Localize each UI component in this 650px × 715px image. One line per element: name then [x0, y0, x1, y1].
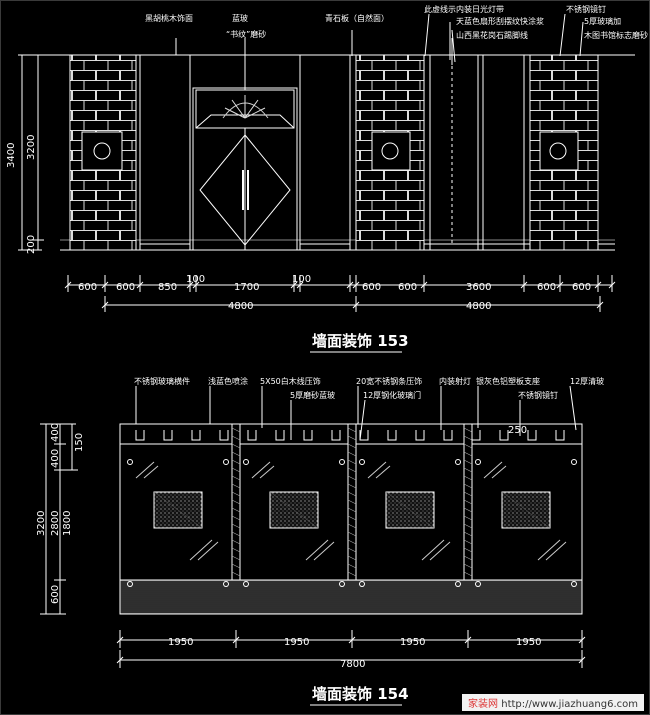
watermark-site: 家装网: [468, 699, 499, 710]
dim-h-600-c: 600: [362, 282, 381, 293]
dim-v-3200: 3200: [26, 135, 37, 160]
spotlight-16: [555, 430, 565, 441]
labels-153: 黑胡桃木饰面 蓝玻 “书纹”磨砂 青石板（自然面） 此虚线示内装日光灯带 天蓝色…: [6, 4, 648, 353]
dim-h-600-f: 600: [572, 282, 591, 293]
dim-h-1950-a: 1950: [168, 637, 193, 648]
spotlight-13: [471, 430, 481, 441]
elevation-153: [18, 13, 635, 312]
spotlight-14: [499, 430, 509, 441]
dim-h-1950-b: 1950: [284, 637, 309, 648]
label-steel-fittings: 不锈钢玻璃横件: [134, 376, 190, 386]
spotlight-2: [163, 430, 173, 441]
spotlight-7: [303, 430, 313, 441]
dim-h-600-d: 600: [398, 282, 417, 293]
spotlight-10: [387, 430, 397, 441]
elevation-154: [40, 385, 586, 668]
dim-v-3200: 3200: [36, 511, 47, 536]
label-glass-5mm: 5厚玻璃加: [584, 16, 621, 26]
dim-v-400-a: 400: [50, 423, 61, 442]
dim-h-600-a: 600: [78, 282, 97, 293]
label-white-wood-trim: 5X50白木线压饰: [260, 376, 321, 386]
dim-h-1700: 1700: [234, 282, 259, 293]
dim-total-7800: 7800: [340, 659, 365, 670]
label-blue-glass: 蓝玻: [232, 13, 248, 23]
dim-h-850: 850: [158, 282, 177, 293]
label-aluminum-support: 银灰色铝塑板支座: [476, 376, 540, 386]
label-light-strip: 此虚线示内装日光灯带: [424, 4, 504, 14]
wall-lamp-left: [81, 131, 123, 171]
label-library-logo: 木图书馆标志磨砂: [584, 30, 648, 40]
spotlight-5: [247, 430, 257, 441]
spotlight-9: [359, 430, 369, 441]
dim-h-600-e: 600: [537, 282, 556, 293]
dim-v-150: 150: [74, 433, 85, 452]
watermark: 家装网 http://www.jiazhuang6.com: [462, 694, 644, 711]
wall-lamp-right: [539, 131, 579, 171]
spotlight-4: [219, 430, 229, 441]
spotlight-6: [275, 430, 285, 441]
dim-v-400-b: 400: [50, 449, 61, 468]
dim-250: 250: [508, 425, 527, 436]
spotlight-8: [331, 430, 341, 441]
dim-h-1950-d: 1950: [516, 637, 541, 648]
wall-lamp-middle: [371, 131, 411, 171]
spotlight-3: [191, 430, 201, 441]
dim-total-4800-b: 4800: [466, 301, 491, 312]
label-spotlight: 内装射灯: [439, 376, 471, 386]
spotlight-1: [135, 430, 145, 441]
label-frosted-blue-glass: 5厚磨砂蓝玻: [290, 390, 335, 400]
dim-v-600: 600: [50, 585, 61, 604]
dim-h-3600: 3600: [466, 282, 491, 293]
dim-h-100-b: 100: [292, 274, 311, 285]
dim-v-2800: 2800: [50, 511, 61, 536]
label-steel-strip: 20宽不锈钢条压饰: [356, 376, 422, 386]
watermark-url: http://www.jiazhuang6.com: [501, 699, 638, 710]
label-book-pattern: “书纹”磨砂: [226, 29, 266, 39]
label-light-blue-spray: 浅蓝色喷涂: [208, 376, 248, 386]
dim-total-4800-a: 4800: [228, 301, 253, 312]
dim-v-1800: 1800: [62, 511, 73, 536]
spotlight-11: [415, 430, 425, 441]
spotlight-15: [527, 430, 537, 441]
dim-h-600-b: 600: [116, 282, 135, 293]
label-mirror-nail: 不锈钢镜钉: [566, 4, 606, 14]
spotlight-12: [443, 430, 453, 441]
title-153: 墙面装饰 153: [312, 332, 409, 350]
granite-base: [119, 579, 583, 615]
label-bluestone: 青石板（自然面）: [325, 13, 389, 23]
dim-h-100-a: 100: [186, 274, 205, 285]
labels-154: 不锈钢玻璃横件 浅蓝色喷涂 5X50白木线压饰 5厚磨砂蓝玻 20宽不锈钢条压饰…: [36, 376, 604, 706]
title-154: 墙面装饰 154: [312, 685, 409, 703]
label-tempered-glass: 12厚钢化玻璃门: [363, 390, 421, 400]
dim-v-200: 200: [26, 235, 37, 254]
label-mirror-nail-154: 不锈钢镜钉: [518, 390, 558, 400]
label-sky-blue-paint: 天蓝色扇形刮摆纹快涂浆: [456, 16, 544, 26]
label-clear-glass: 12厚清玻: [570, 376, 604, 386]
label-granite-skirting: 山西黑花岗石踢脚线: [456, 30, 528, 40]
dim-v-3400: 3400: [6, 143, 17, 168]
label-walnut-veneer: 黑胡桃木饰面: [145, 13, 193, 23]
dim-h-1950-c: 1950: [400, 637, 425, 648]
